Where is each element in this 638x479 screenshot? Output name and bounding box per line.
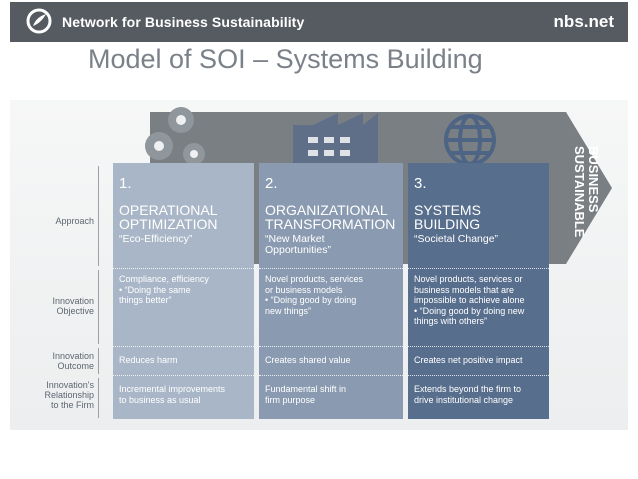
factory-icon xyxy=(293,113,378,163)
brace-objective xyxy=(98,270,107,344)
separator xyxy=(408,268,549,269)
outcome-text: Creates shared value xyxy=(265,355,351,365)
column-number: 1. xyxy=(119,175,132,192)
outcome-text: Creates net positive impact xyxy=(414,355,523,365)
separator xyxy=(408,346,549,347)
column-subtitle: “Eco-Efficiency” xyxy=(119,233,193,245)
brace-relationship xyxy=(98,378,107,418)
outcome-text: Reduces harm xyxy=(119,355,178,365)
arrow-label-line2: BUSINESS xyxy=(586,146,601,213)
separator xyxy=(113,375,254,376)
page-title: Model of SOI – Systems Building xyxy=(88,44,483,74)
gears-icon xyxy=(145,107,205,165)
row-label-approach: Approach xyxy=(55,216,94,226)
site-name: nbs.net xyxy=(553,12,614,31)
separator xyxy=(259,375,403,376)
separator xyxy=(259,268,403,269)
column-subtitle: “Societal Change” xyxy=(414,233,499,245)
org-name: Network for Business Sustainability xyxy=(62,14,305,30)
column-number: 3. xyxy=(414,175,427,192)
header-banner: Network for Business Sustainability nbs.… xyxy=(10,2,628,42)
separator xyxy=(113,268,254,269)
arrow-label: SUSTAINABLE BUSINESS xyxy=(572,146,601,238)
brace-outcome xyxy=(98,348,107,374)
arrow-label-line1: SUSTAINABLE xyxy=(572,146,587,238)
separator xyxy=(408,375,549,376)
objective-text: Compliance, efficiency• “Doing the same … xyxy=(119,274,209,305)
separator xyxy=(113,346,254,347)
brace-approach xyxy=(98,166,107,266)
column-number: 2. xyxy=(265,175,278,192)
separator xyxy=(259,346,403,347)
nbs-logo-icon xyxy=(26,8,52,34)
